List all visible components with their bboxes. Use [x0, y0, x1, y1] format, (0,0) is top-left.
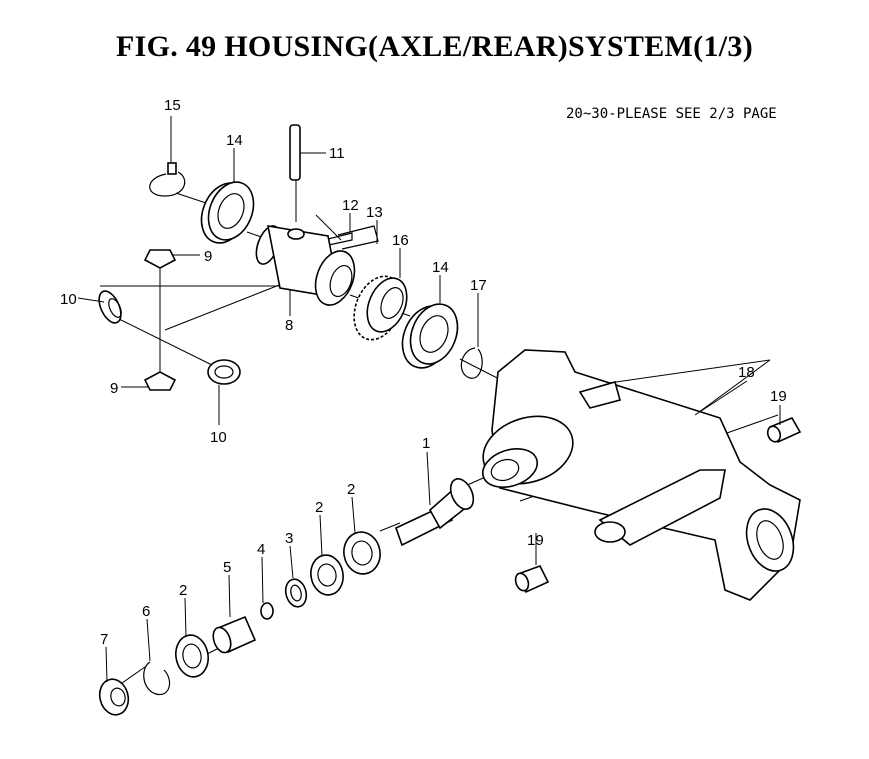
callout-6: 6	[142, 603, 150, 620]
bearing-14-right	[401, 303, 459, 369]
bushing-19-left	[514, 565, 550, 594]
pinion-gear-9-top	[143, 249, 177, 269]
figure-title: FIG. 49 HOUSING(AXLE/REAR)SYSTEM(1/3)	[116, 30, 753, 63]
callout-5: 5	[223, 559, 231, 576]
callout-2a: 2	[347, 481, 355, 498]
snap-ring-17	[460, 347, 483, 379]
callout-14b: 14	[432, 259, 449, 276]
page-reference-note: 20~30-PLEASE SEE 2/3 PAGE	[566, 106, 777, 122]
callout-11: 11	[329, 145, 345, 162]
bearing-2-left	[175, 634, 209, 678]
callout-3: 3	[285, 530, 293, 547]
collar-5	[212, 615, 257, 654]
bushing-19-right	[766, 416, 802, 444]
callout-13: 13	[366, 204, 383, 221]
callout-4: 4	[257, 541, 265, 558]
bearing-14-left	[200, 181, 255, 244]
ring-4	[260, 602, 274, 620]
callout-9b: 9	[110, 380, 118, 397]
callout-2c: 2	[179, 582, 187, 599]
axle-housing-18	[481, 349, 801, 601]
pinion-gear-9-bottom	[143, 371, 177, 391]
side-gear-10-left	[98, 290, 122, 324]
pinion-shaft-1	[395, 478, 475, 547]
callout-16: 16	[392, 232, 409, 249]
callout-18: 18	[738, 364, 755, 381]
snap-ring-15	[149, 162, 186, 197]
callout-15: 15	[164, 97, 181, 114]
callout-9a: 9	[204, 248, 212, 265]
seal-7	[98, 678, 130, 716]
callout-8: 8	[285, 317, 293, 334]
pin-12-13	[323, 225, 379, 250]
callout-7: 7	[100, 631, 108, 648]
callout-labels: 15 14 11 12 13 16 14 17 9 10 8 9 10 1 2 …	[60, 97, 787, 648]
callout-1: 1	[422, 435, 430, 452]
washer-3	[284, 578, 308, 608]
differential-case-8	[255, 225, 356, 306]
callout-10a: 10	[60, 291, 77, 308]
callout-12: 12	[342, 197, 359, 214]
callout-2b: 2	[315, 499, 323, 516]
callout-14a: 14	[226, 132, 243, 149]
callout-19a: 19	[770, 388, 787, 405]
callout-10b: 10	[210, 429, 227, 446]
bearing-2-middle	[310, 554, 344, 596]
callout-leaders	[77, 116, 781, 683]
bearing-2-right	[343, 531, 381, 575]
callout-19b: 19	[527, 532, 544, 549]
snap-ring-6	[143, 661, 171, 696]
pin-11	[289, 124, 301, 181]
side-gear-10-right	[207, 359, 241, 385]
callout-17: 17	[470, 277, 487, 294]
gear-16	[353, 275, 408, 341]
